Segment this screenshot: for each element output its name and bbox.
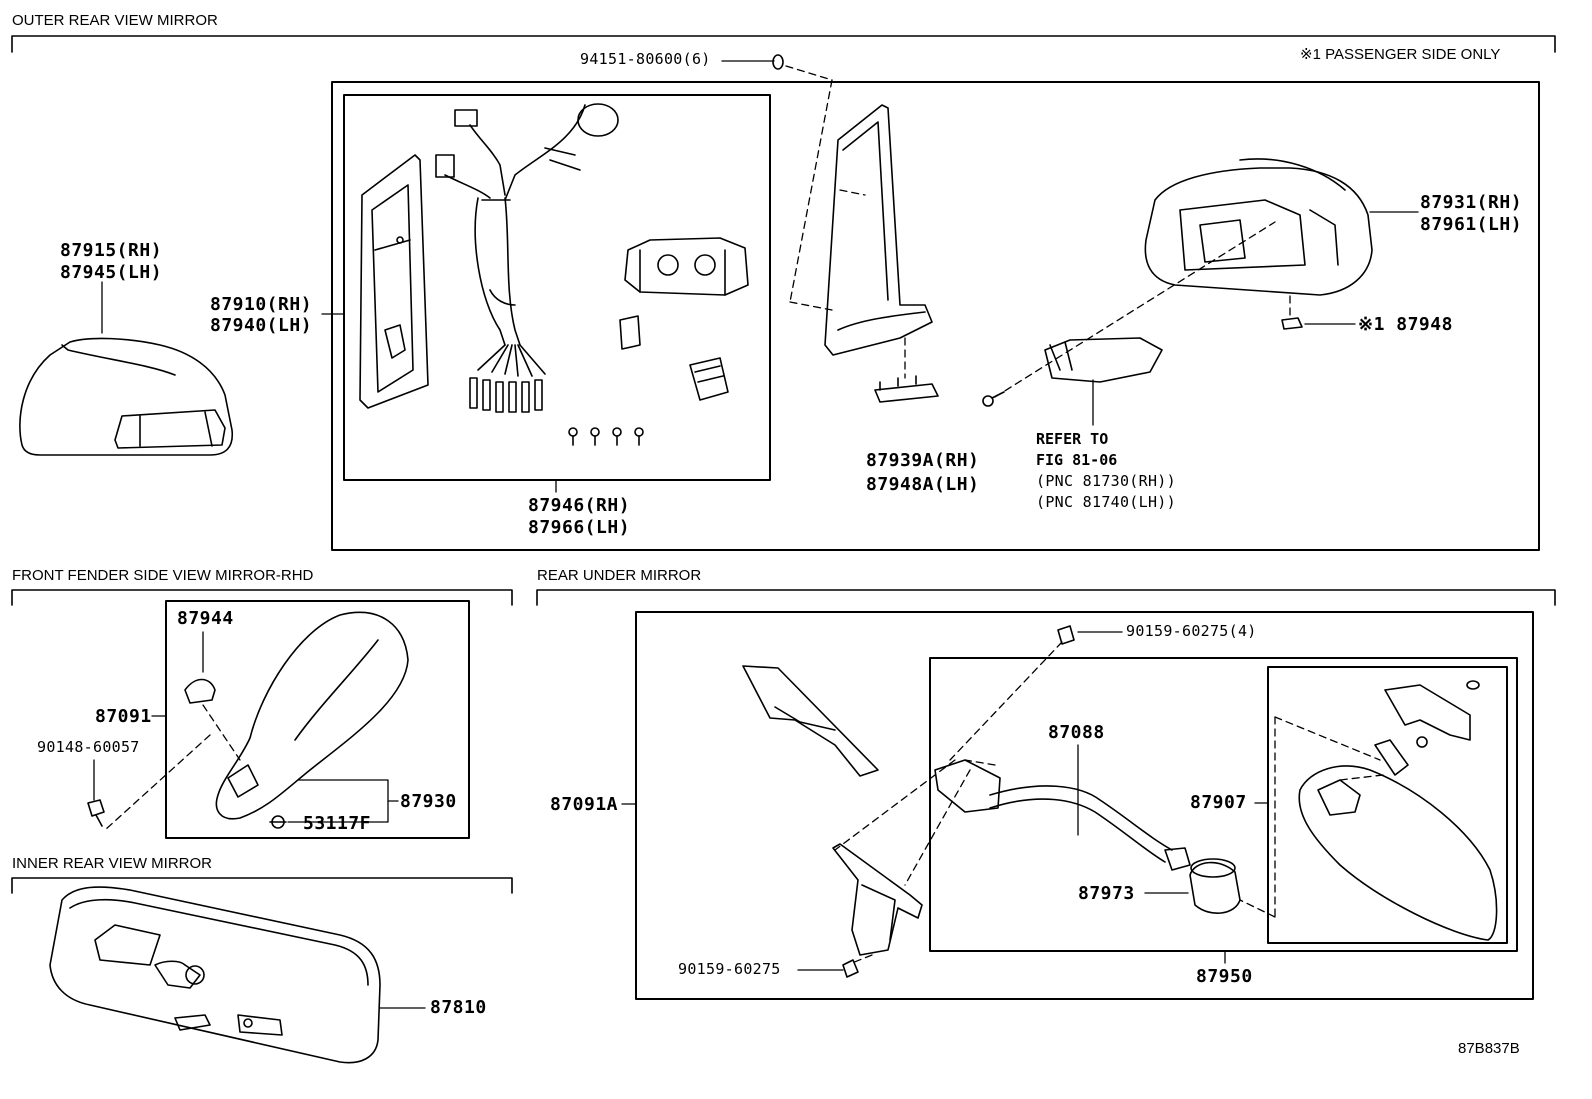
figure-id: 87B837B xyxy=(1458,1040,1520,1057)
leader-lines xyxy=(93,60,1419,1009)
lamp-screw-part xyxy=(983,392,1004,406)
callout-87973[interactable]: 87973 xyxy=(1078,883,1135,904)
callout-53117f[interactable]: 53117F xyxy=(303,813,372,834)
section-bracket-outer xyxy=(11,35,1556,53)
rear-under-mirror-glass-part xyxy=(743,666,878,776)
callout-87091a[interactable]: 87091A xyxy=(550,794,619,815)
callout-94151-80600[interactable]: 94151-80600(6) xyxy=(580,50,711,68)
mirror-cover-part xyxy=(20,338,232,455)
passenger-side-note: ※1 PASSENGER SIDE ONLY xyxy=(1300,46,1501,63)
mirror-glass-holder-part xyxy=(360,155,428,408)
callout-87948[interactable]: ※1 87948 xyxy=(1358,314,1453,335)
mirror-stay-part xyxy=(935,760,1190,870)
callout-90148-60057[interactable]: 90148-60057 xyxy=(37,738,140,756)
callout-87945[interactable]: 87945(LH) xyxy=(60,262,163,283)
section-title-inner: INNER REAR VIEW MIRROR xyxy=(12,855,213,872)
callout-87940[interactable]: 87940(LH) xyxy=(210,315,313,336)
mirror-base-gasket-part xyxy=(875,376,938,402)
callout-87931[interactable]: 87931(RH) xyxy=(1420,192,1523,213)
stay-cap-part xyxy=(1190,859,1240,913)
callout-87948a[interactable]: 87948A(LH) xyxy=(866,474,980,495)
callout-87910[interactable]: 87910(RH) xyxy=(210,294,313,315)
callout-87950[interactable]: 87950 xyxy=(1196,966,1253,987)
refer-to-line-3: (PNC 81730(RH)) xyxy=(1036,472,1176,490)
turn-signal-lamp-part xyxy=(1045,338,1162,382)
refer-to-line-2[interactable]: FIG 81-06 xyxy=(1036,451,1118,469)
mirror-head-part xyxy=(1299,681,1496,940)
screws-part xyxy=(569,428,643,445)
fender-screw-part xyxy=(88,800,104,826)
mirror-base-part xyxy=(825,105,932,355)
fender-clip-part xyxy=(270,816,286,828)
fender-cover-cap-part xyxy=(185,680,215,704)
refer-to-line-4: (PNC 81740(LH)) xyxy=(1036,493,1176,511)
section-bracket-front-fender xyxy=(11,589,513,606)
fender-mirror-part xyxy=(216,612,408,818)
fender-mirror-frame xyxy=(165,600,470,839)
callout-87946[interactable]: 87946(RH) xyxy=(528,495,631,516)
harness-subassembly-frame xyxy=(343,94,771,481)
rear-under-mirror-frame xyxy=(635,611,1534,1000)
callout-87930[interactable]: 87930 xyxy=(400,791,457,812)
callout-87944[interactable]: 87944 xyxy=(177,608,234,629)
callout-87810[interactable]: 87810 xyxy=(430,997,487,1018)
connector-part xyxy=(690,358,728,400)
callout-87907[interactable]: 87907 xyxy=(1190,792,1247,813)
section-title-outer: OUTER REAR VIEW MIRROR xyxy=(12,12,218,29)
callout-87088[interactable]: 87088 xyxy=(1048,722,1105,743)
harness-terminals xyxy=(470,378,542,412)
mirror-motor-part xyxy=(625,238,748,295)
dashed-leaders-fender xyxy=(104,704,241,831)
mirror-housing-part xyxy=(1145,159,1372,295)
rear-screws-part xyxy=(843,626,1074,977)
section-title-rear-under: REAR UNDER MIRROR xyxy=(537,567,702,584)
refer-to-line-1: REFER TO xyxy=(1036,430,1109,448)
wire-harness-part xyxy=(436,104,618,412)
clip-part xyxy=(620,316,640,349)
callout-87961[interactable]: 87961(LH) xyxy=(1420,214,1523,235)
fastener-94151-part xyxy=(773,55,783,69)
dashed-leaders-rear xyxy=(834,641,1384,964)
inner-mirror-part xyxy=(50,887,380,1063)
callout-87966[interactable]: 87966(LH) xyxy=(528,517,631,538)
mirror-head-frame xyxy=(1267,666,1508,944)
housing-clip-part xyxy=(1282,318,1302,329)
mirror-bracket-part xyxy=(833,844,922,955)
dashed-leaders-outer xyxy=(785,65,1291,398)
callout-87091[interactable]: 87091 xyxy=(95,706,152,727)
section-bracket-rear-under xyxy=(536,589,1556,606)
mirror-stay-frame xyxy=(929,657,1518,952)
callout-90159-60275[interactable]: 90159-60275 xyxy=(678,960,781,978)
section-bracket-inner xyxy=(11,877,513,894)
callout-90159-60275-4[interactable]: 90159-60275(4) xyxy=(1126,622,1257,640)
section-title-front-fender: FRONT FENDER SIDE VIEW MIRROR-RHD xyxy=(12,567,314,584)
callout-87915[interactable]: 87915(RH) xyxy=(60,240,163,261)
outer-mirror-frame xyxy=(331,81,1540,551)
callout-87939a[interactable]: 87939A(RH) xyxy=(866,450,980,471)
